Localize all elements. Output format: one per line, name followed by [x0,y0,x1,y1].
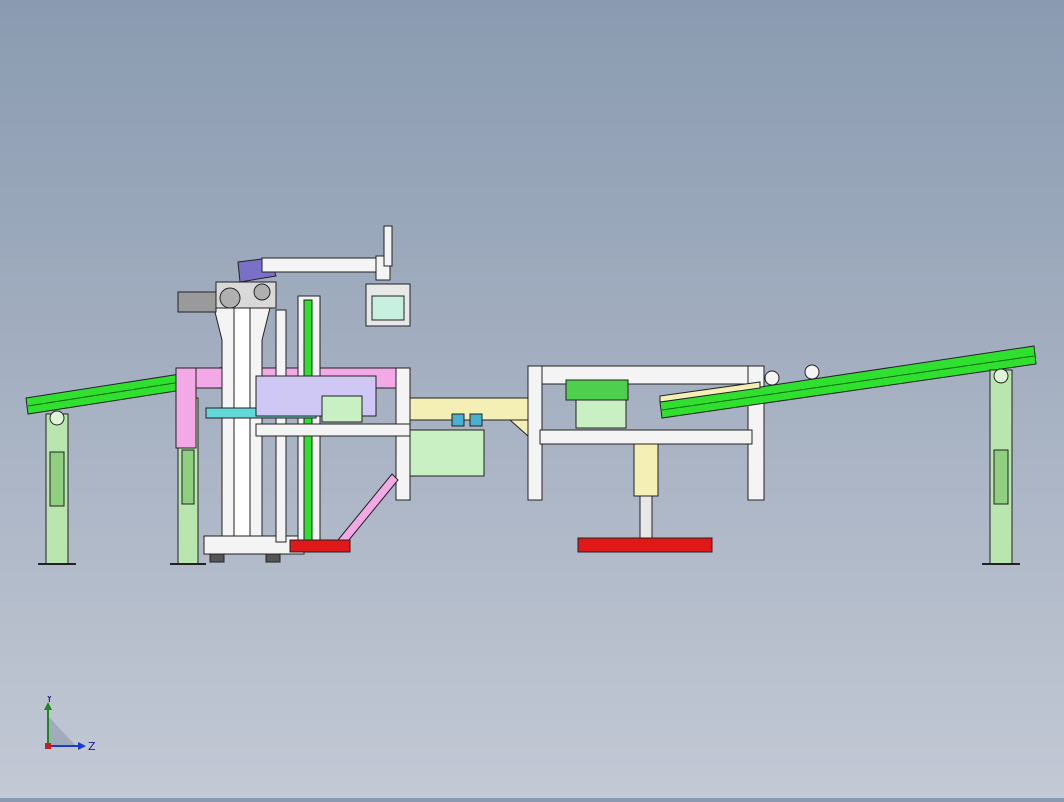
view-orientation-triad: Y Z [38,692,98,758]
right-red-base [577,537,713,553]
triad-svg: Y Z [44,692,96,753]
gear-motor [177,283,271,313]
left-conveyor-leg-1 [38,410,76,565]
middle-yellow-track [409,397,529,477]
right-inclined-conveyor [659,345,1037,419]
right-white-frame [527,365,765,541]
crossbars [205,375,411,437]
left-red-base [289,539,351,553]
right-conveyor-leg [982,368,1020,565]
robot-column [203,304,305,563]
y-axis-label: Y [45,696,53,705]
vertical-guide-rails [275,295,321,545]
z-axis-label: Z [88,740,96,753]
